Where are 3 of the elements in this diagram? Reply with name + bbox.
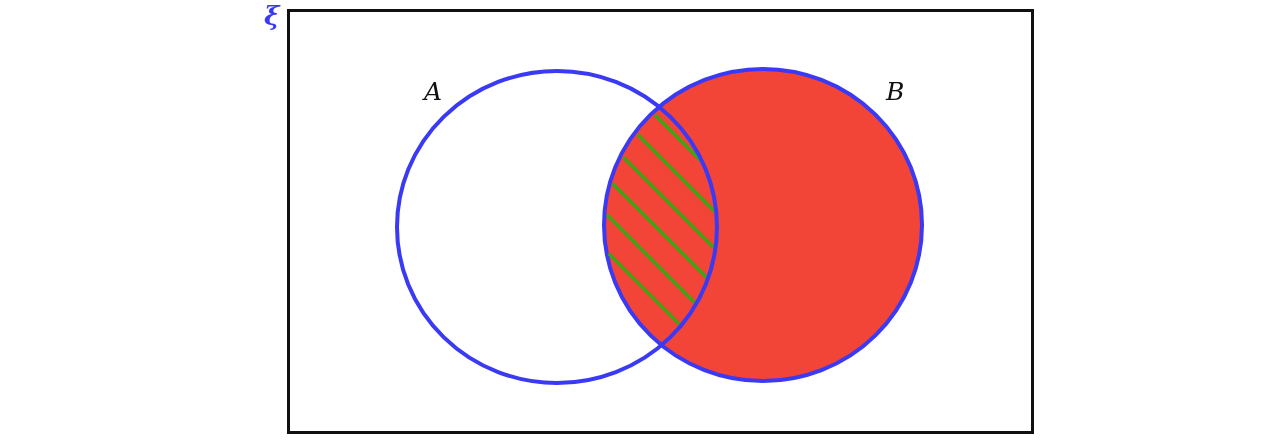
- set-label: B: [886, 79, 905, 104]
- set-label: A: [424, 79, 443, 104]
- set-label: ξ: [264, 3, 280, 29]
